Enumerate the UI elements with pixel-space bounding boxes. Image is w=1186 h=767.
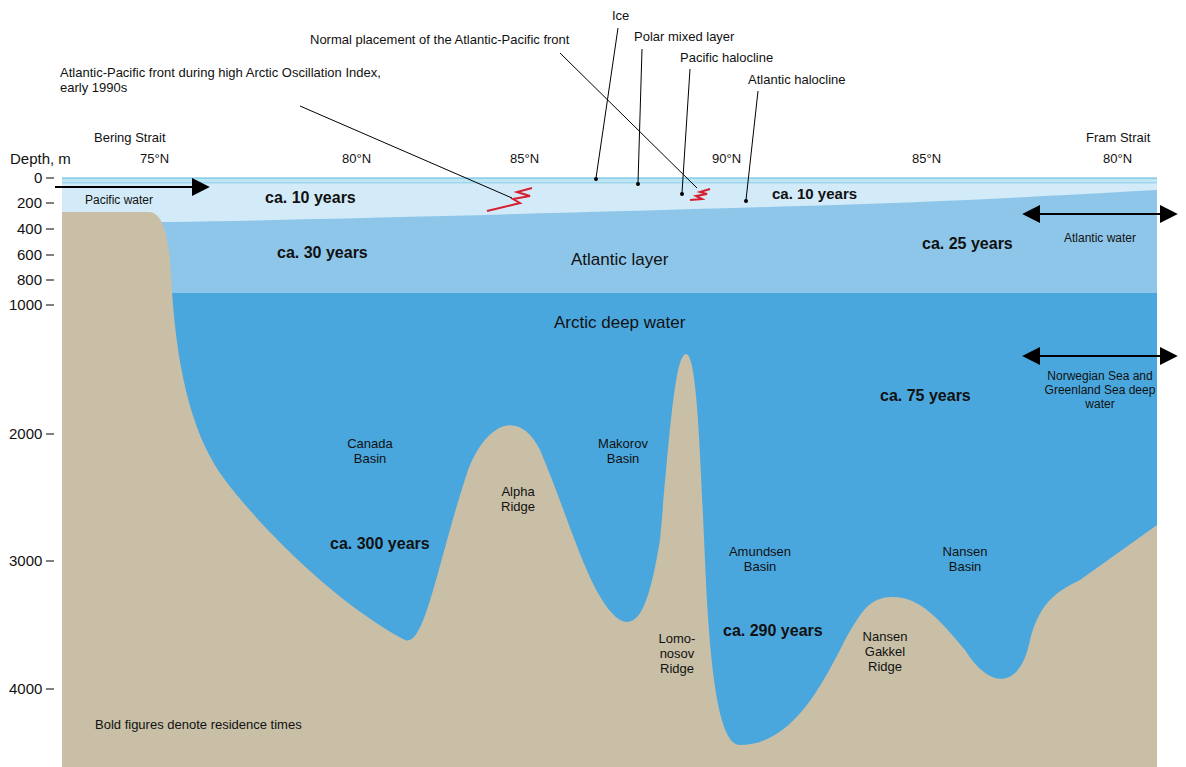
depth-label: 3000 [9, 552, 42, 569]
front-zigzag [690, 189, 710, 200]
leader-dot [744, 199, 748, 203]
leader-line [746, 91, 758, 200]
residence-time: ca. 30 years [277, 244, 368, 262]
layer-name: Atlantic layer [571, 250, 668, 270]
pacific-inflow-arrow [55, 186, 208, 188]
ridge-name: Nansen Gakkel Ridge [854, 630, 916, 675]
ice-edge [62, 178, 1157, 179]
residence-time: ca. 10 years [772, 185, 857, 202]
deep-water [62, 184, 1157, 767]
depth-label: 4000 [9, 680, 42, 697]
water-mass-label: Pacific water [85, 194, 153, 208]
polar-mixed-layer [62, 184, 1157, 222]
water-mass-label: Atlantic water [1064, 232, 1136, 246]
layer-name: Arctic deep water [554, 313, 685, 333]
depth-label: 600 [17, 246, 42, 263]
leader-line [638, 49, 642, 183]
callout-text: Ice [612, 9, 629, 24]
basin-name: Canada Basin [340, 437, 400, 467]
depth-ticks [46, 178, 54, 689]
callout-text: Pacific halocline [680, 51, 773, 66]
latitude-label: 80°N [1103, 152, 1132, 167]
tick [46, 305, 54, 306]
tick [46, 689, 54, 690]
leader-line [682, 69, 690, 193]
tick [46, 434, 54, 435]
tick [46, 280, 54, 281]
tick [46, 178, 54, 179]
residence-time: ca. 25 years [922, 235, 1013, 253]
callout-text: Normal placement of the Atlantic-Pacific… [310, 33, 569, 48]
depth-label: 2000 [9, 425, 42, 442]
tick [46, 229, 54, 230]
callout-text: Polar mixed layer [634, 30, 734, 45]
callout-text: Atlantic halocline [748, 73, 846, 88]
latitude-label: 85°N [912, 152, 941, 167]
sea-floor [62, 212, 1157, 767]
basin-name: Makorov Basin [593, 437, 653, 467]
residence-time: ca. 300 years [330, 535, 430, 553]
latitude-label: 75°N [140, 152, 169, 167]
axis-title: Depth, m [10, 150, 71, 167]
latitude-label: 85°N [510, 152, 539, 167]
depth-label: 400 [17, 220, 42, 237]
depth-label: 200 [17, 194, 42, 211]
ridge-name: Alpha Ridge [494, 485, 542, 515]
leader-dot [680, 192, 684, 196]
leader-dot [594, 177, 598, 181]
note-text: Bold figures denote residence times [95, 718, 302, 733]
basin-name: Nansen Basin [935, 545, 995, 575]
residence-time: ca. 290 years [723, 622, 823, 640]
tick [46, 561, 54, 562]
residence-time: ca. 75 years [880, 387, 971, 405]
atlantic-layer [62, 184, 1157, 293]
deep-exchange-arrow [1024, 355, 1176, 357]
tick [46, 203, 54, 204]
depth-label: 1000 [9, 296, 42, 313]
latitude-label: 90°N [712, 152, 741, 167]
leader-line [560, 53, 697, 188]
leader-line [596, 28, 618, 178]
ridge-name: Lomo- nosov Ridge [656, 632, 698, 677]
water-mass-label: Norwegian Sea and Greenland Sea deep wat… [1035, 370, 1165, 411]
depth-label: 0 [34, 169, 42, 186]
tick [46, 255, 54, 256]
place-name: Bering Strait [94, 131, 166, 146]
leader-line [300, 106, 512, 198]
depth-label: 800 [17, 271, 42, 288]
latitude-label: 80°N [342, 152, 371, 167]
callout-text: Atlantic-Pacific front during high Arcti… [60, 66, 390, 96]
ice-strip [62, 178, 1157, 183]
place-name: Fram Strait [1086, 131, 1150, 146]
ice-edge [62, 183, 1157, 184]
basin-name: Amundsen Basin [722, 545, 798, 575]
leader-dot [636, 182, 640, 186]
front-zigzag [487, 188, 532, 211]
atlantic-exchange-arrow [1024, 213, 1176, 215]
residence-time: ca. 10 years [265, 189, 356, 207]
